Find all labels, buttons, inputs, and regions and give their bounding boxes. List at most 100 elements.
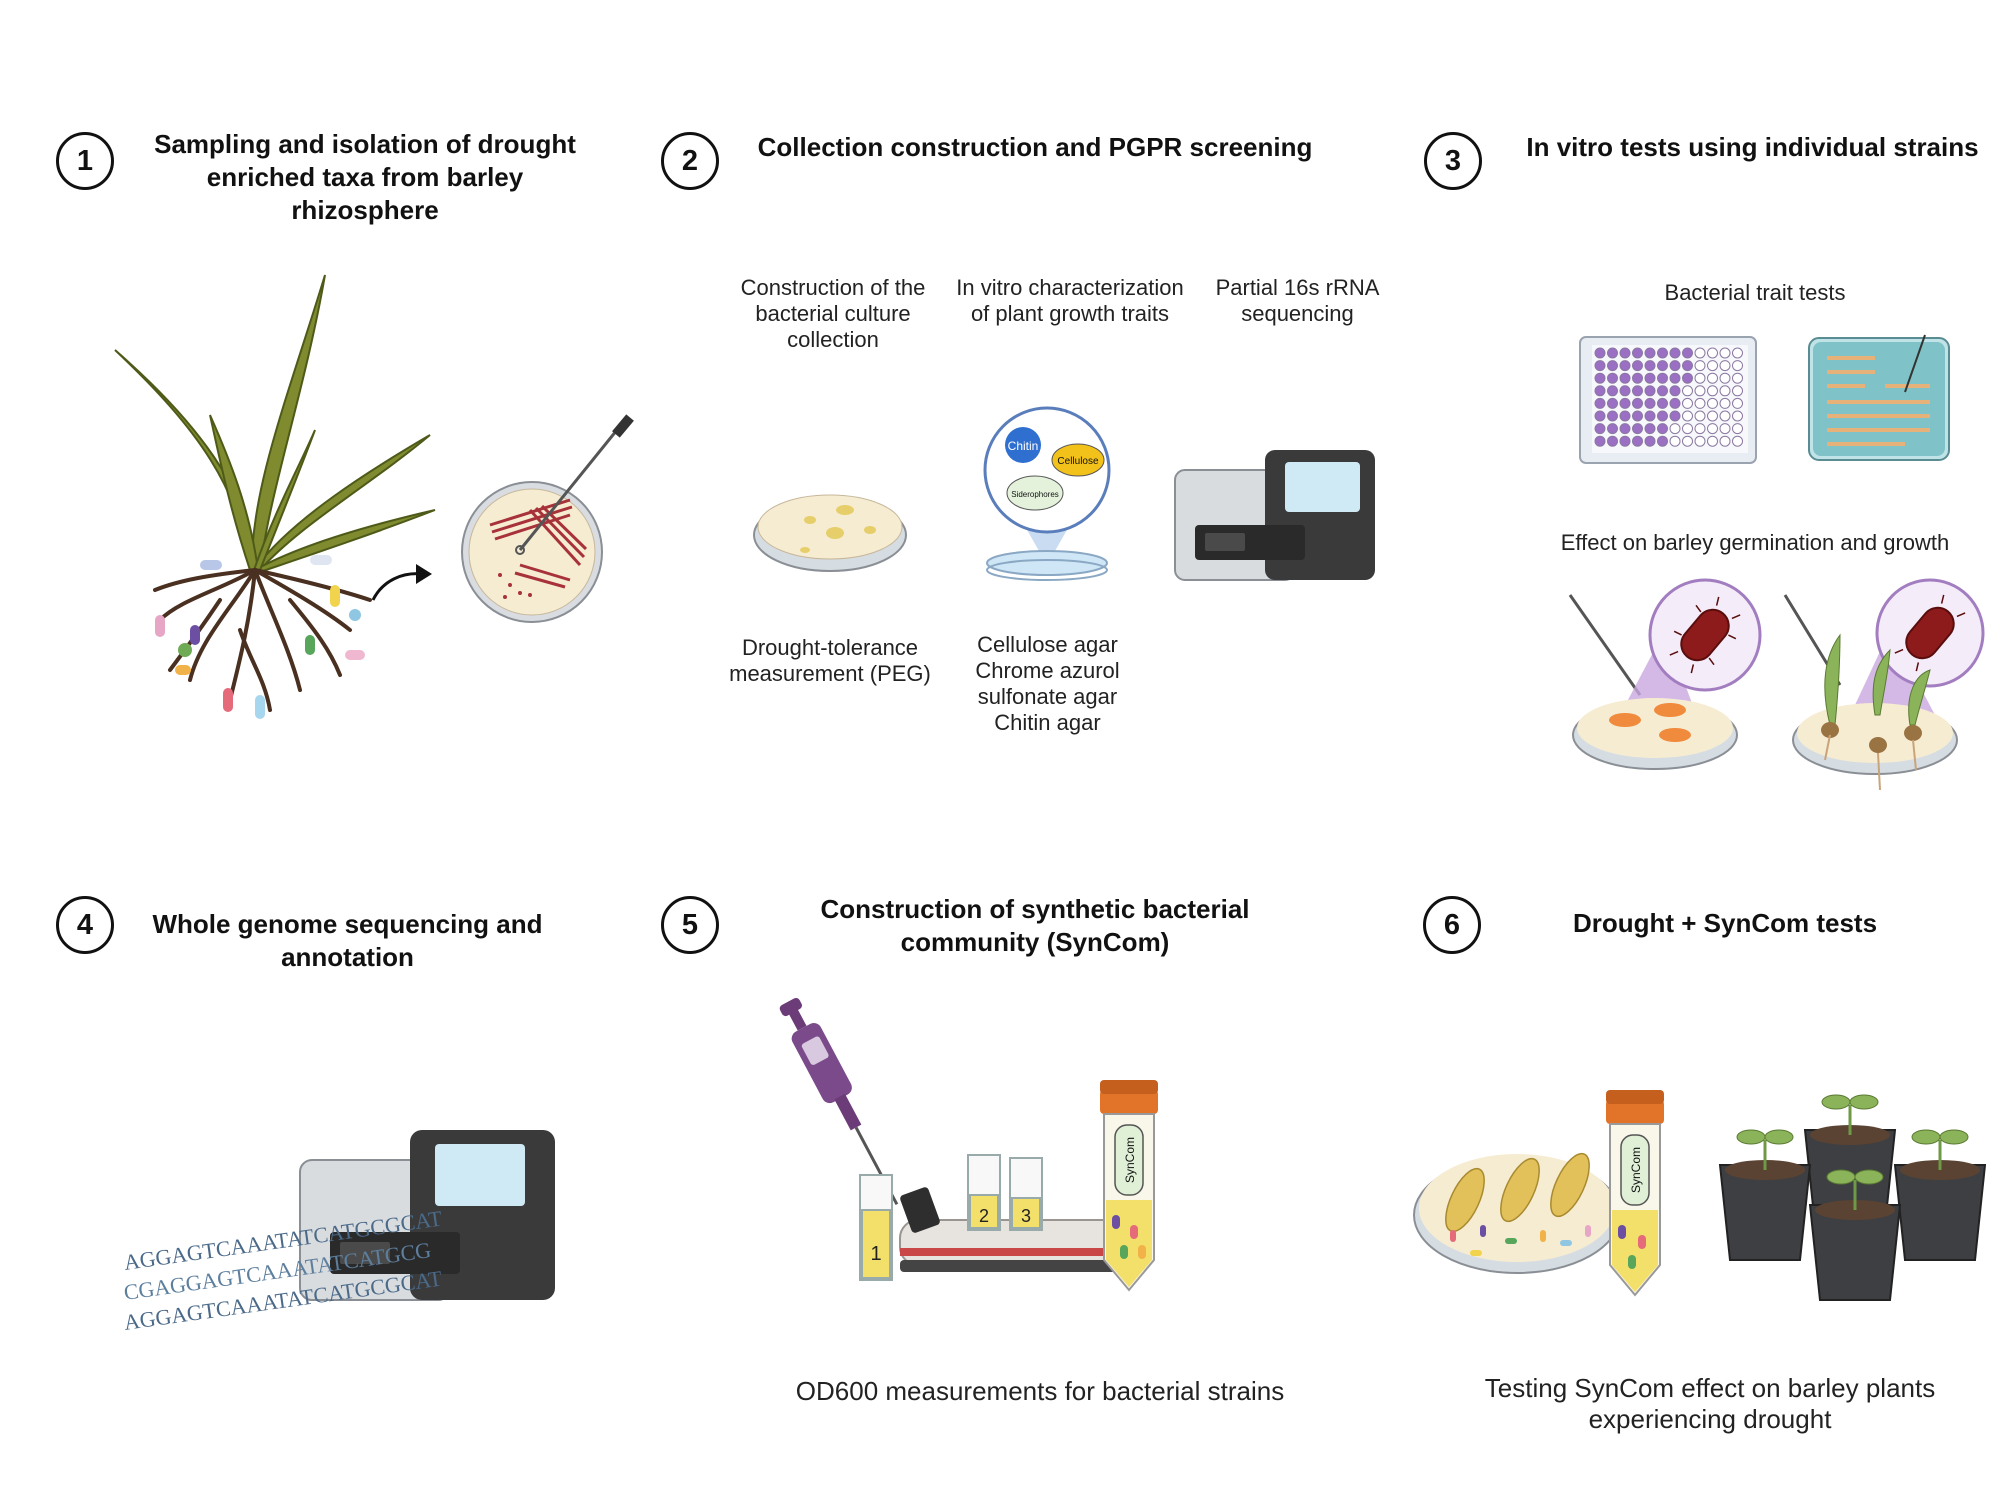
well — [1644, 347, 1656, 359]
well — [1707, 435, 1718, 447]
syncom-tube-2-label: SynCom — [1629, 1147, 1643, 1193]
well — [1719, 423, 1731, 435]
well — [1669, 435, 1681, 447]
arrow-icon — [371, 564, 432, 601]
well-plate — [1579, 336, 1757, 464]
chitin-bubble-label: Chitin — [1008, 439, 1039, 453]
well — [1594, 423, 1606, 435]
well — [1607, 347, 1618, 359]
sequencing-label: Partial 16s rRNA sequencing — [1215, 275, 1380, 326]
petri-dish-streak — [461, 414, 634, 623]
well — [1707, 360, 1718, 372]
genome-sequencer — [299, 1130, 555, 1301]
cellulose-bubble-label: Cellulose — [1057, 456, 1099, 467]
well — [1719, 360, 1731, 372]
well — [1694, 347, 1706, 359]
germination-plate-seeds — [1568, 578, 1762, 770]
well — [1682, 385, 1693, 397]
well — [1694, 372, 1706, 384]
well — [1632, 435, 1643, 447]
well — [1732, 372, 1743, 384]
well — [1607, 372, 1618, 384]
well — [1632, 372, 1643, 384]
well — [1644, 372, 1656, 384]
well — [1632, 410, 1643, 422]
barley-plant-with-roots — [114, 274, 436, 719]
well — [1632, 347, 1643, 359]
step-2-title: Collection construction and PGPR screeni… — [757, 132, 1313, 162]
well — [1719, 397, 1731, 409]
trait-tests-label: Bacterial trait tests — [1664, 280, 1846, 305]
well — [1694, 410, 1706, 422]
well — [1669, 360, 1681, 372]
well — [1632, 423, 1643, 435]
cuvette-1-label: 1 — [870, 1243, 881, 1265]
well — [1694, 360, 1706, 372]
step-5-caption: OD600 measurements for bacterial strains — [795, 1376, 1285, 1406]
well — [1632, 397, 1643, 409]
well — [1607, 423, 1618, 435]
well — [1719, 435, 1731, 447]
well — [1594, 360, 1606, 372]
well — [1732, 423, 1743, 435]
well — [1657, 372, 1668, 384]
well — [1594, 385, 1606, 397]
well — [1607, 410, 1618, 422]
well — [1719, 372, 1731, 384]
step-1-title: Sampling and isolation of drought enrich… — [154, 129, 576, 225]
well — [1682, 423, 1693, 435]
well — [1707, 385, 1718, 397]
syncom-tube-2: SynCom — [1606, 1090, 1664, 1297]
well — [1632, 385, 1643, 397]
sequencer-small — [1174, 450, 1375, 581]
trait-bubble-plate: Chitin Cellulose Siderophores — [983, 406, 1111, 581]
well — [1682, 372, 1693, 384]
well — [1657, 423, 1668, 435]
siderophores-bubble-label: Siderophores — [1011, 490, 1059, 499]
step-6-number: 6 — [1423, 896, 1481, 954]
well — [1644, 423, 1656, 435]
step-1-number: 1 — [56, 132, 114, 190]
well — [1657, 360, 1668, 372]
well — [1682, 410, 1693, 422]
well — [1732, 397, 1743, 409]
well — [1669, 385, 1681, 397]
well — [1707, 397, 1718, 409]
well — [1707, 347, 1718, 359]
well — [1732, 385, 1743, 397]
cuvette-2-label: 2 — [979, 1206, 989, 1226]
well — [1669, 410, 1681, 422]
well — [1619, 397, 1631, 409]
well — [1594, 347, 1606, 359]
drought-label: Drought-tolerance measurement (PEG) — [729, 635, 931, 686]
well — [1644, 410, 1656, 422]
well — [1694, 397, 1706, 409]
well — [1732, 410, 1743, 422]
well — [1619, 435, 1631, 447]
well — [1657, 347, 1668, 359]
step-6-caption: Testing SynCom effect on barley plants e… — [1484, 1373, 1936, 1434]
step-5-number: 5 — [661, 896, 719, 954]
well — [1719, 347, 1731, 359]
well — [1594, 397, 1606, 409]
well — [1732, 347, 1743, 359]
well — [1632, 360, 1643, 372]
step-6-title: Drought + SynCom tests — [1572, 908, 1878, 938]
well — [1657, 385, 1668, 397]
step-4-title: Whole genome sequencing and annotation — [152, 909, 543, 972]
well — [1644, 360, 1656, 372]
well — [1594, 410, 1606, 422]
well — [1619, 423, 1631, 435]
well — [1594, 435, 1606, 447]
well — [1719, 410, 1731, 422]
well — [1732, 360, 1743, 372]
well — [1707, 423, 1718, 435]
well — [1719, 385, 1731, 397]
streak-test-plate — [1808, 334, 1950, 461]
well — [1694, 423, 1706, 435]
well — [1644, 397, 1656, 409]
step-3-title: In vitro tests using individual strains — [1526, 132, 1979, 162]
step-3-number: 3 — [1424, 132, 1482, 190]
well — [1669, 347, 1681, 359]
potted-barley-plants — [1718, 1094, 1987, 1301]
